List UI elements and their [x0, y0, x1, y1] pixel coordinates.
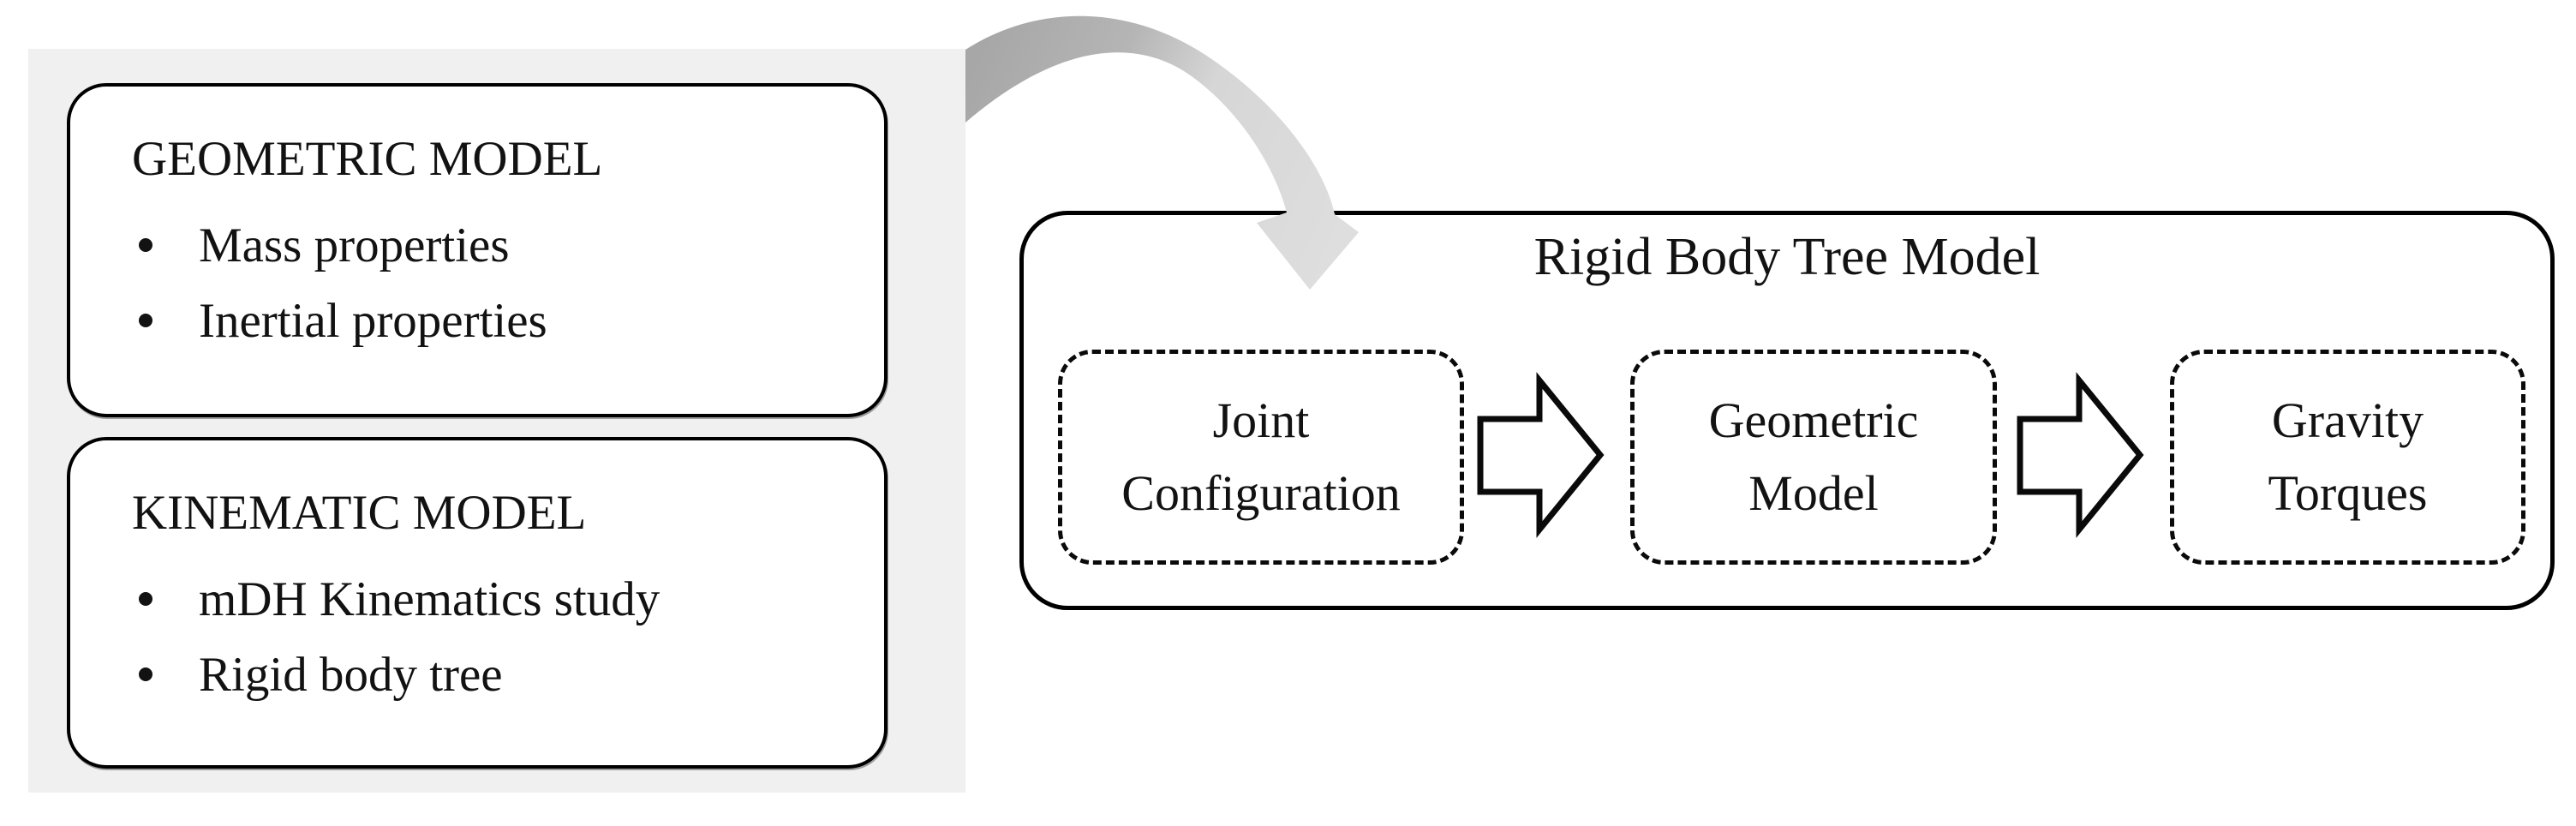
- step-geometric-model: Geometric Model: [1630, 350, 1997, 565]
- step-gravity-torques: Gravity Torques: [2170, 350, 2525, 565]
- kinematic-model-title: KINEMATIC MODEL: [132, 486, 587, 540]
- bullet-label: Rigid body tree: [199, 647, 503, 702]
- list-item: Inertial properties: [139, 282, 547, 359]
- bullet-label: mDH Kinematics study: [199, 572, 660, 626]
- step-label: Gravity Torques: [2268, 392, 2428, 521]
- geometric-model-title: GEOMETRIC MODEL: [132, 132, 603, 186]
- geometric-model-box: GEOMETRIC MODEL Mass properties Inertial…: [67, 83, 888, 417]
- models-panel: GEOMETRIC MODEL Mass properties Inertial…: [28, 49, 965, 793]
- bullet-dot-icon: [139, 667, 152, 681]
- bullet-dot-icon: [139, 314, 152, 327]
- list-item: Rigid body tree: [139, 636, 503, 713]
- bullet-dot-icon: [139, 592, 152, 606]
- step-label: Joint Configuration: [1121, 392, 1401, 521]
- bullet-label: Inertial properties: [199, 293, 547, 348]
- list-item: mDH Kinematics study: [139, 560, 660, 637]
- bullet-dot-icon: [139, 238, 152, 252]
- panel-title: Rigid Body Tree Model: [1533, 228, 2041, 286]
- step-label: Geometric Model: [1708, 392, 1919, 521]
- list-item: Mass properties: [139, 206, 510, 284]
- step-joint-configuration: Joint Configuration: [1058, 350, 1464, 565]
- bullet-label: Mass properties: [199, 218, 510, 272]
- kinematic-model-box: KINEMATIC MODEL mDH Kinematics study Rig…: [67, 437, 888, 769]
- rigid-body-tree-panel: Rigid Body Tree Model Joint Configuratio…: [1019, 211, 2555, 610]
